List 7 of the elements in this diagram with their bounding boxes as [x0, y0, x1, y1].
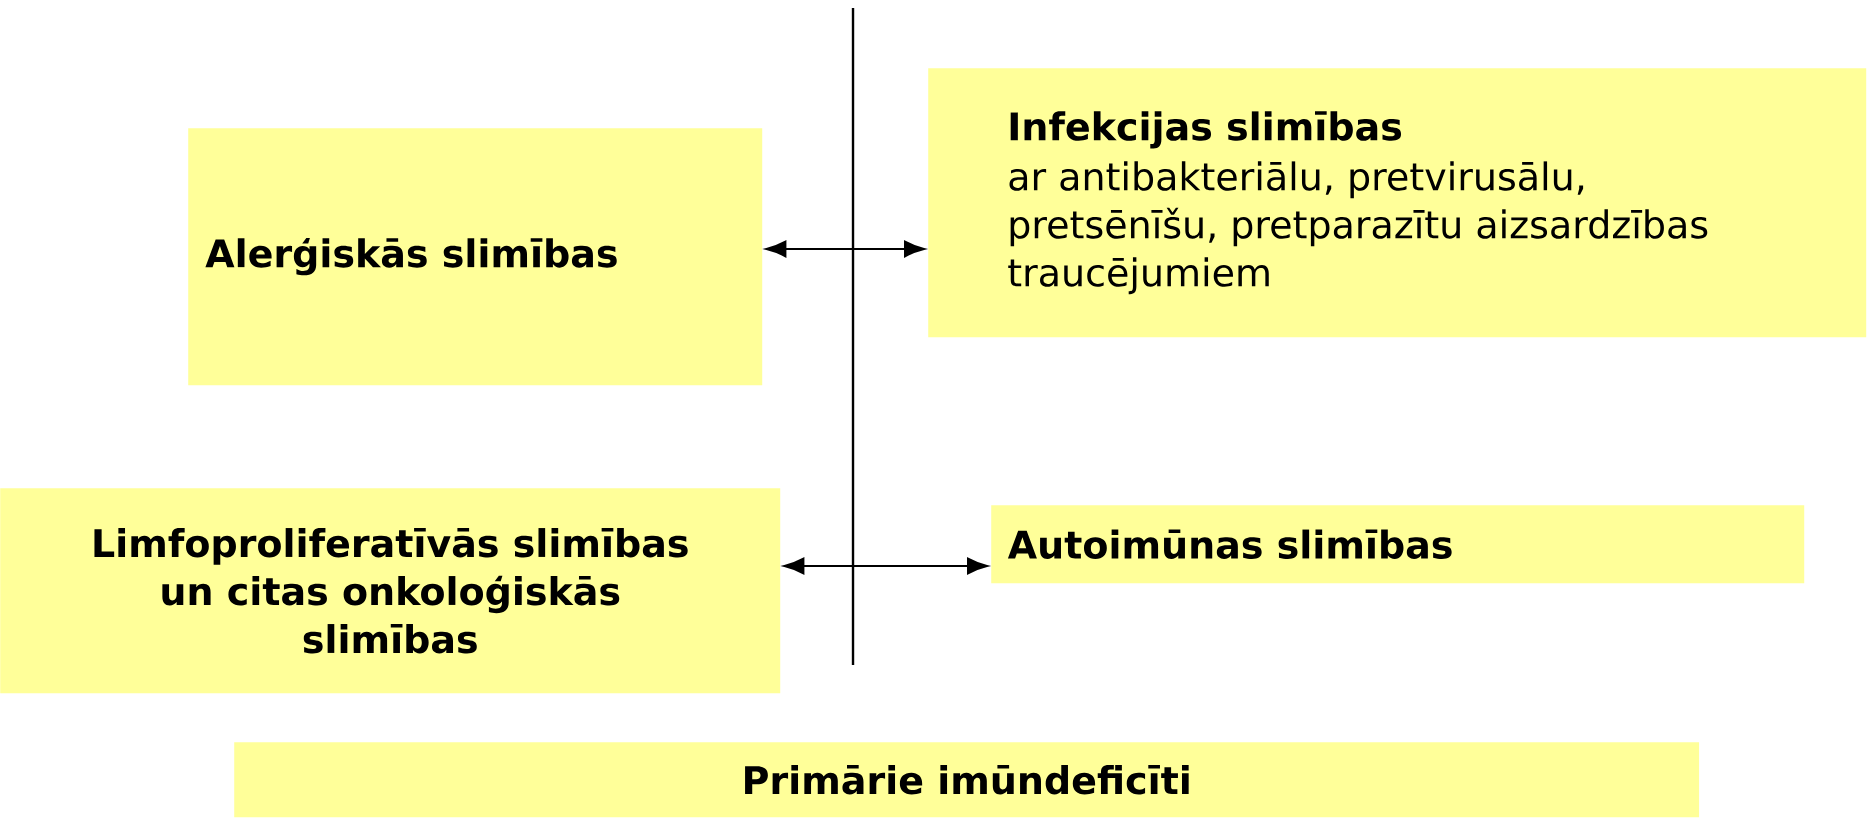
arrow — [765, 240, 925, 258]
disease-box: Limfoproliferatīvās slimības un citas onkoloģiskās slimības — [0, 488, 781, 694]
disease-box: Infekcijas slimības ar antibakteriālu, pretvirusālu, pretsēnīšu, pretparazītu aizsardzības traucējumiem — [928, 68, 1867, 338]
arrow — [783, 557, 988, 575]
heading-box: Primārie imūndeficīti — [234, 742, 1700, 818]
disease-box: Autoimūnas slimības — [991, 505, 1805, 584]
disease-box: Alerģiskās slimības — [188, 128, 763, 386]
